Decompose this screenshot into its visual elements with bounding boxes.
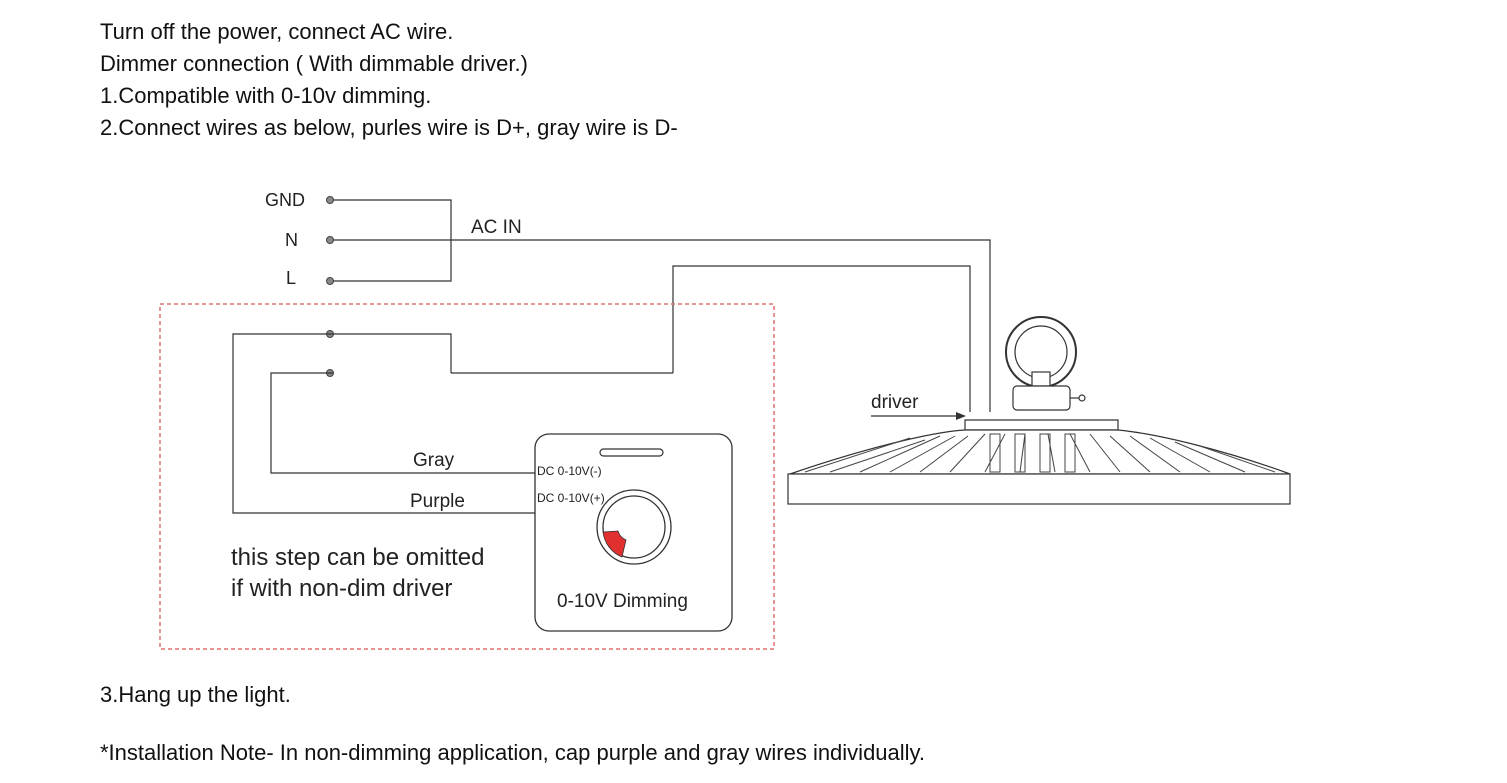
terminal-label-n: N: [285, 230, 298, 250]
dimmer-knob-icon: [596, 489, 672, 565]
terminal-label-gnd: GND: [265, 190, 305, 210]
ac-wires: [333, 199, 991, 412]
terminal-label-l: L: [286, 268, 296, 288]
installation-note: *Installation Note- In non-dimming appli…: [100, 740, 926, 765]
optional-note-line-2: if with non-dim driver: [231, 575, 452, 602]
instruction-line-3: 1.Compatible with 0-10v dimming.: [100, 83, 432, 108]
arrow-right-icon: [871, 412, 966, 420]
optional-note-line-1: this step can be omitted: [231, 544, 484, 571]
wire-label-purple: Purple: [410, 491, 465, 512]
dimmer-terminal-plus: DC 0-10V(+): [537, 491, 605, 505]
wire-label-gray: Gray: [413, 450, 455, 471]
dimmer-title: 0-10V Dimming: [557, 591, 688, 612]
ac-in-label: AC IN: [471, 217, 522, 238]
step-3: 3.Hang up the light.: [100, 682, 291, 707]
high-bay-light-icon: [787, 316, 1291, 505]
dimmer-terminal-minus: DC 0-10V(-): [537, 464, 602, 478]
dimmer-slot: [599, 448, 664, 457]
instruction-line-1: Turn off the power, connect AC wire.: [100, 19, 454, 44]
driver-label: driver: [871, 392, 919, 413]
dimmer-wires: [232, 333, 673, 514]
instruction-line-4: 2.Connect wires as below, purles wire is…: [100, 115, 678, 140]
optional-dimming-area: [159, 303, 775, 650]
terminal-dot-icon: [326, 196, 334, 377]
instruction-line-2: Dimmer connection ( With dimmable driver…: [100, 51, 528, 76]
instructions: Turn off the power, connect AC wire. Dim…: [100, 16, 678, 144]
